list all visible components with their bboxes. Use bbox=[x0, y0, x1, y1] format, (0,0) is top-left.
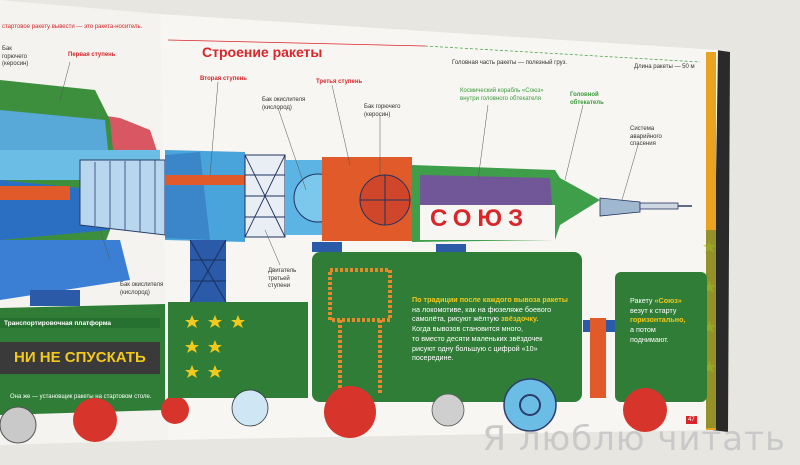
tradition-paragraph: По традиции после каждого вывоза ракеты … bbox=[412, 295, 577, 363]
soyuz-note: Ракету «Союз» везут к старту горизонталь… bbox=[630, 296, 700, 345]
label-left-oxidizer: Бак окислителя (кислород) bbox=[120, 282, 164, 296]
tradition-line6: рисуют одну большую с цифрой «10» bbox=[412, 343, 538, 353]
tradition-line5: то вместо десяти маленьких звёздочек bbox=[412, 333, 543, 343]
label-soyuz-ship: Космический корабль «Союз» внутри головн… bbox=[460, 88, 544, 102]
label-third-stage: Третья ступень bbox=[316, 79, 363, 85]
soyuz-note-l2: везут к старту bbox=[630, 305, 677, 315]
label-first-stage: Первая ступень bbox=[68, 52, 116, 58]
top-left-caption: стартовое ракету вывести — это ракета-но… bbox=[2, 24, 143, 30]
page-number: 47 bbox=[686, 416, 697, 424]
soyuz-note-l1a: Ракету bbox=[630, 296, 655, 305]
soyuz-note-l4: а потом bbox=[630, 325, 656, 335]
label-fairing: Головной обтекатель bbox=[570, 92, 604, 106]
tradition-line2: на локомотиве, как на фюзеляже боевого bbox=[412, 304, 552, 314]
soyuz-note-l5: поднимают. bbox=[630, 334, 669, 344]
sign-text: НИ НЕ СПУСКАТЬ bbox=[14, 349, 146, 366]
tradition-line4: Когда вывозов становится много, bbox=[412, 324, 523, 334]
label-engine-third-stage: Двигатель третьей ступени bbox=[268, 268, 297, 289]
label-left-fuel: Бак горючего (керосин) bbox=[2, 46, 29, 67]
label-left-green-caption: Она же — установщик ракеты на стартовом … bbox=[10, 394, 152, 400]
label-second-stage: Вторая ступень bbox=[200, 76, 247, 82]
tradition-line3: самолёта, рисуют жёлтую bbox=[412, 314, 501, 324]
watermark: Я люблю читать bbox=[482, 419, 786, 459]
tradition-line7: посередине. bbox=[412, 353, 454, 363]
page-title: Строение ракеты bbox=[202, 44, 323, 60]
rocket-length-label: Длина ракеты — 50 м bbox=[634, 64, 695, 70]
tradition-star-word: звёздочку. bbox=[500, 314, 539, 324]
rocket-soyuz-text: СОЮЗ bbox=[430, 205, 530, 232]
soyuz-note-l1b: «Союз» bbox=[654, 296, 682, 305]
label-fuel-tank: Бак горючего (керосин) bbox=[364, 104, 401, 118]
head-section-label: Головная часть ракеты — полезный груз. bbox=[452, 60, 568, 66]
soyuz-note-l3: горизонтально, bbox=[630, 315, 686, 325]
tradition-line1: По традиции после каждого вывоза ракеты bbox=[412, 295, 568, 304]
label-escape-system: Система аварийного спасения bbox=[630, 126, 662, 147]
label-oxidizer-tank: Бак окислителя (кислород) bbox=[262, 97, 306, 111]
label-platform: Транспортировочная платформа bbox=[4, 320, 112, 327]
